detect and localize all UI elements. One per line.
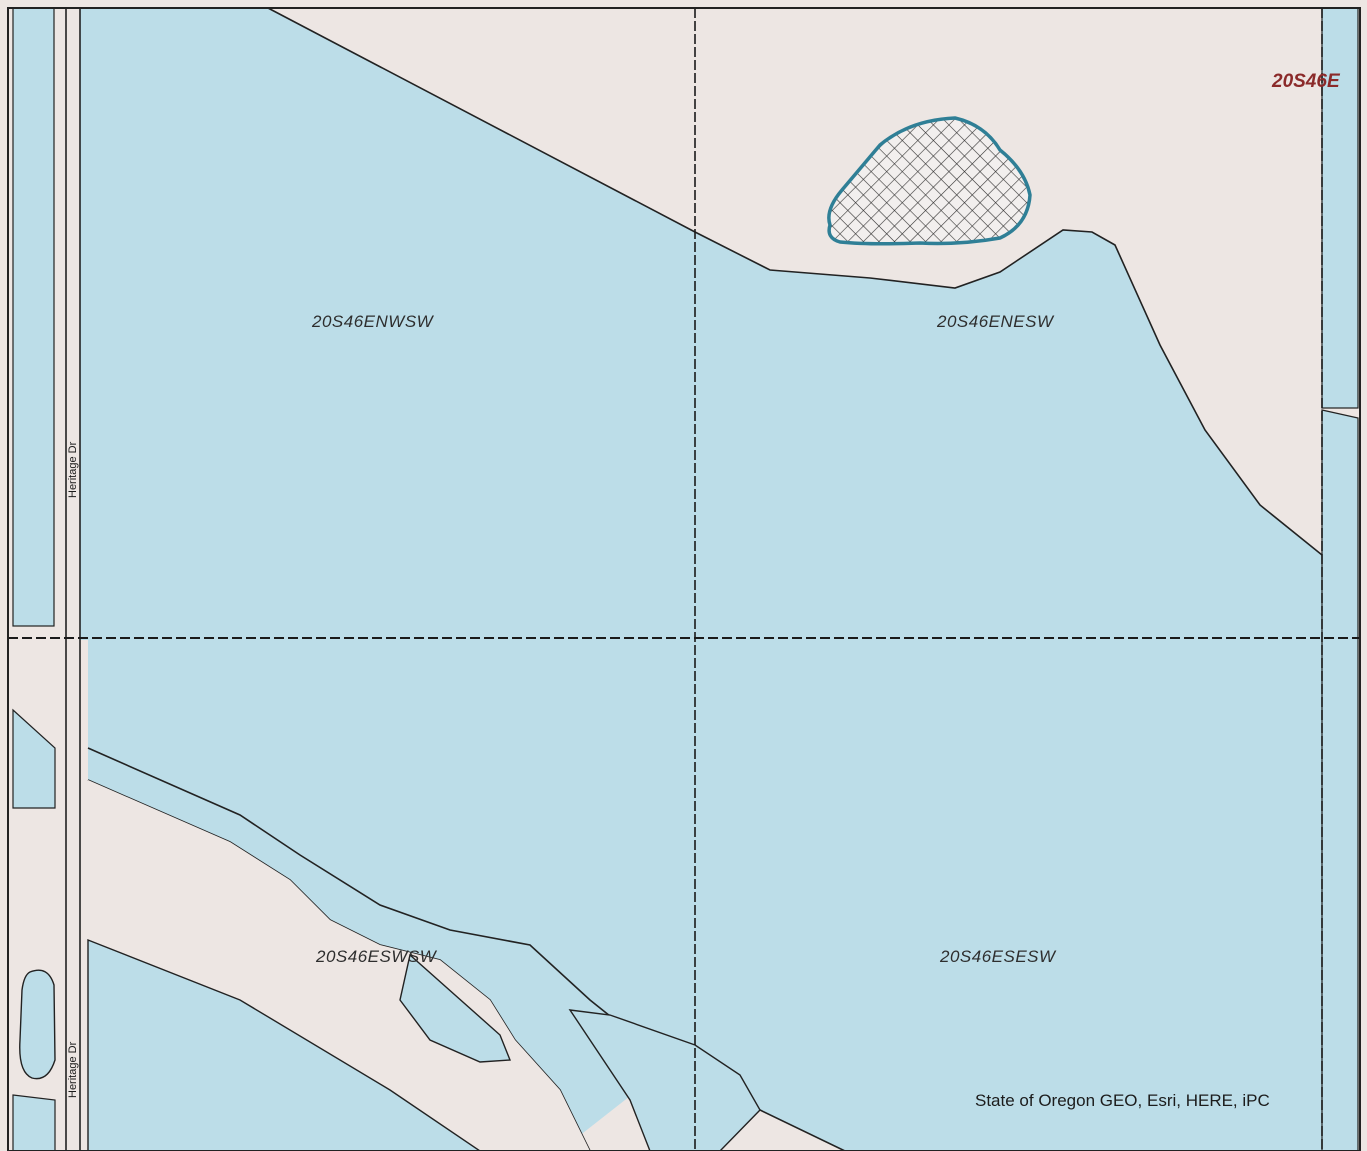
water-strip-right-lower <box>1321 409 1359 1151</box>
shoreline-north <box>267 7 1358 581</box>
section-label-nw: 20S46ENWSW <box>312 312 434 331</box>
section-label-sw: 20S46ESWSW <box>316 947 437 966</box>
channel-land-fill <box>88 780 590 1151</box>
water-strip-right <box>1321 7 1359 409</box>
water-body-main <box>80 8 1322 1151</box>
road-label-lower: Heritage Dr <box>67 1041 79 1098</box>
crosshatch-polygon-icon[interactable] <box>827 116 1032 246</box>
road-label-upper: Heritage Dr <box>67 441 79 498</box>
water-left-lower-a <box>12 708 56 809</box>
small-water-finger <box>399 953 512 1063</box>
township-label: 20S46E <box>1272 71 1340 92</box>
water-body-lower-left <box>80 640 695 1045</box>
map-frame <box>7 7 1361 1151</box>
road-heritage-dr <box>65 7 81 1151</box>
island-left <box>19 969 56 1080</box>
map-attribution: State of Oregon GEO, Esri, HERE, iPC <box>975 1091 1270 1110</box>
water-left-lower-b <box>12 1094 56 1151</box>
section-label-ne: 20S46ENESW <box>937 312 1054 331</box>
channel-lower-water <box>87 938 482 1151</box>
water-strip-left-upper <box>12 7 55 627</box>
water-inlet-center <box>568 1009 761 1151</box>
section-label-se: 20S46ESESW <box>940 947 1056 966</box>
